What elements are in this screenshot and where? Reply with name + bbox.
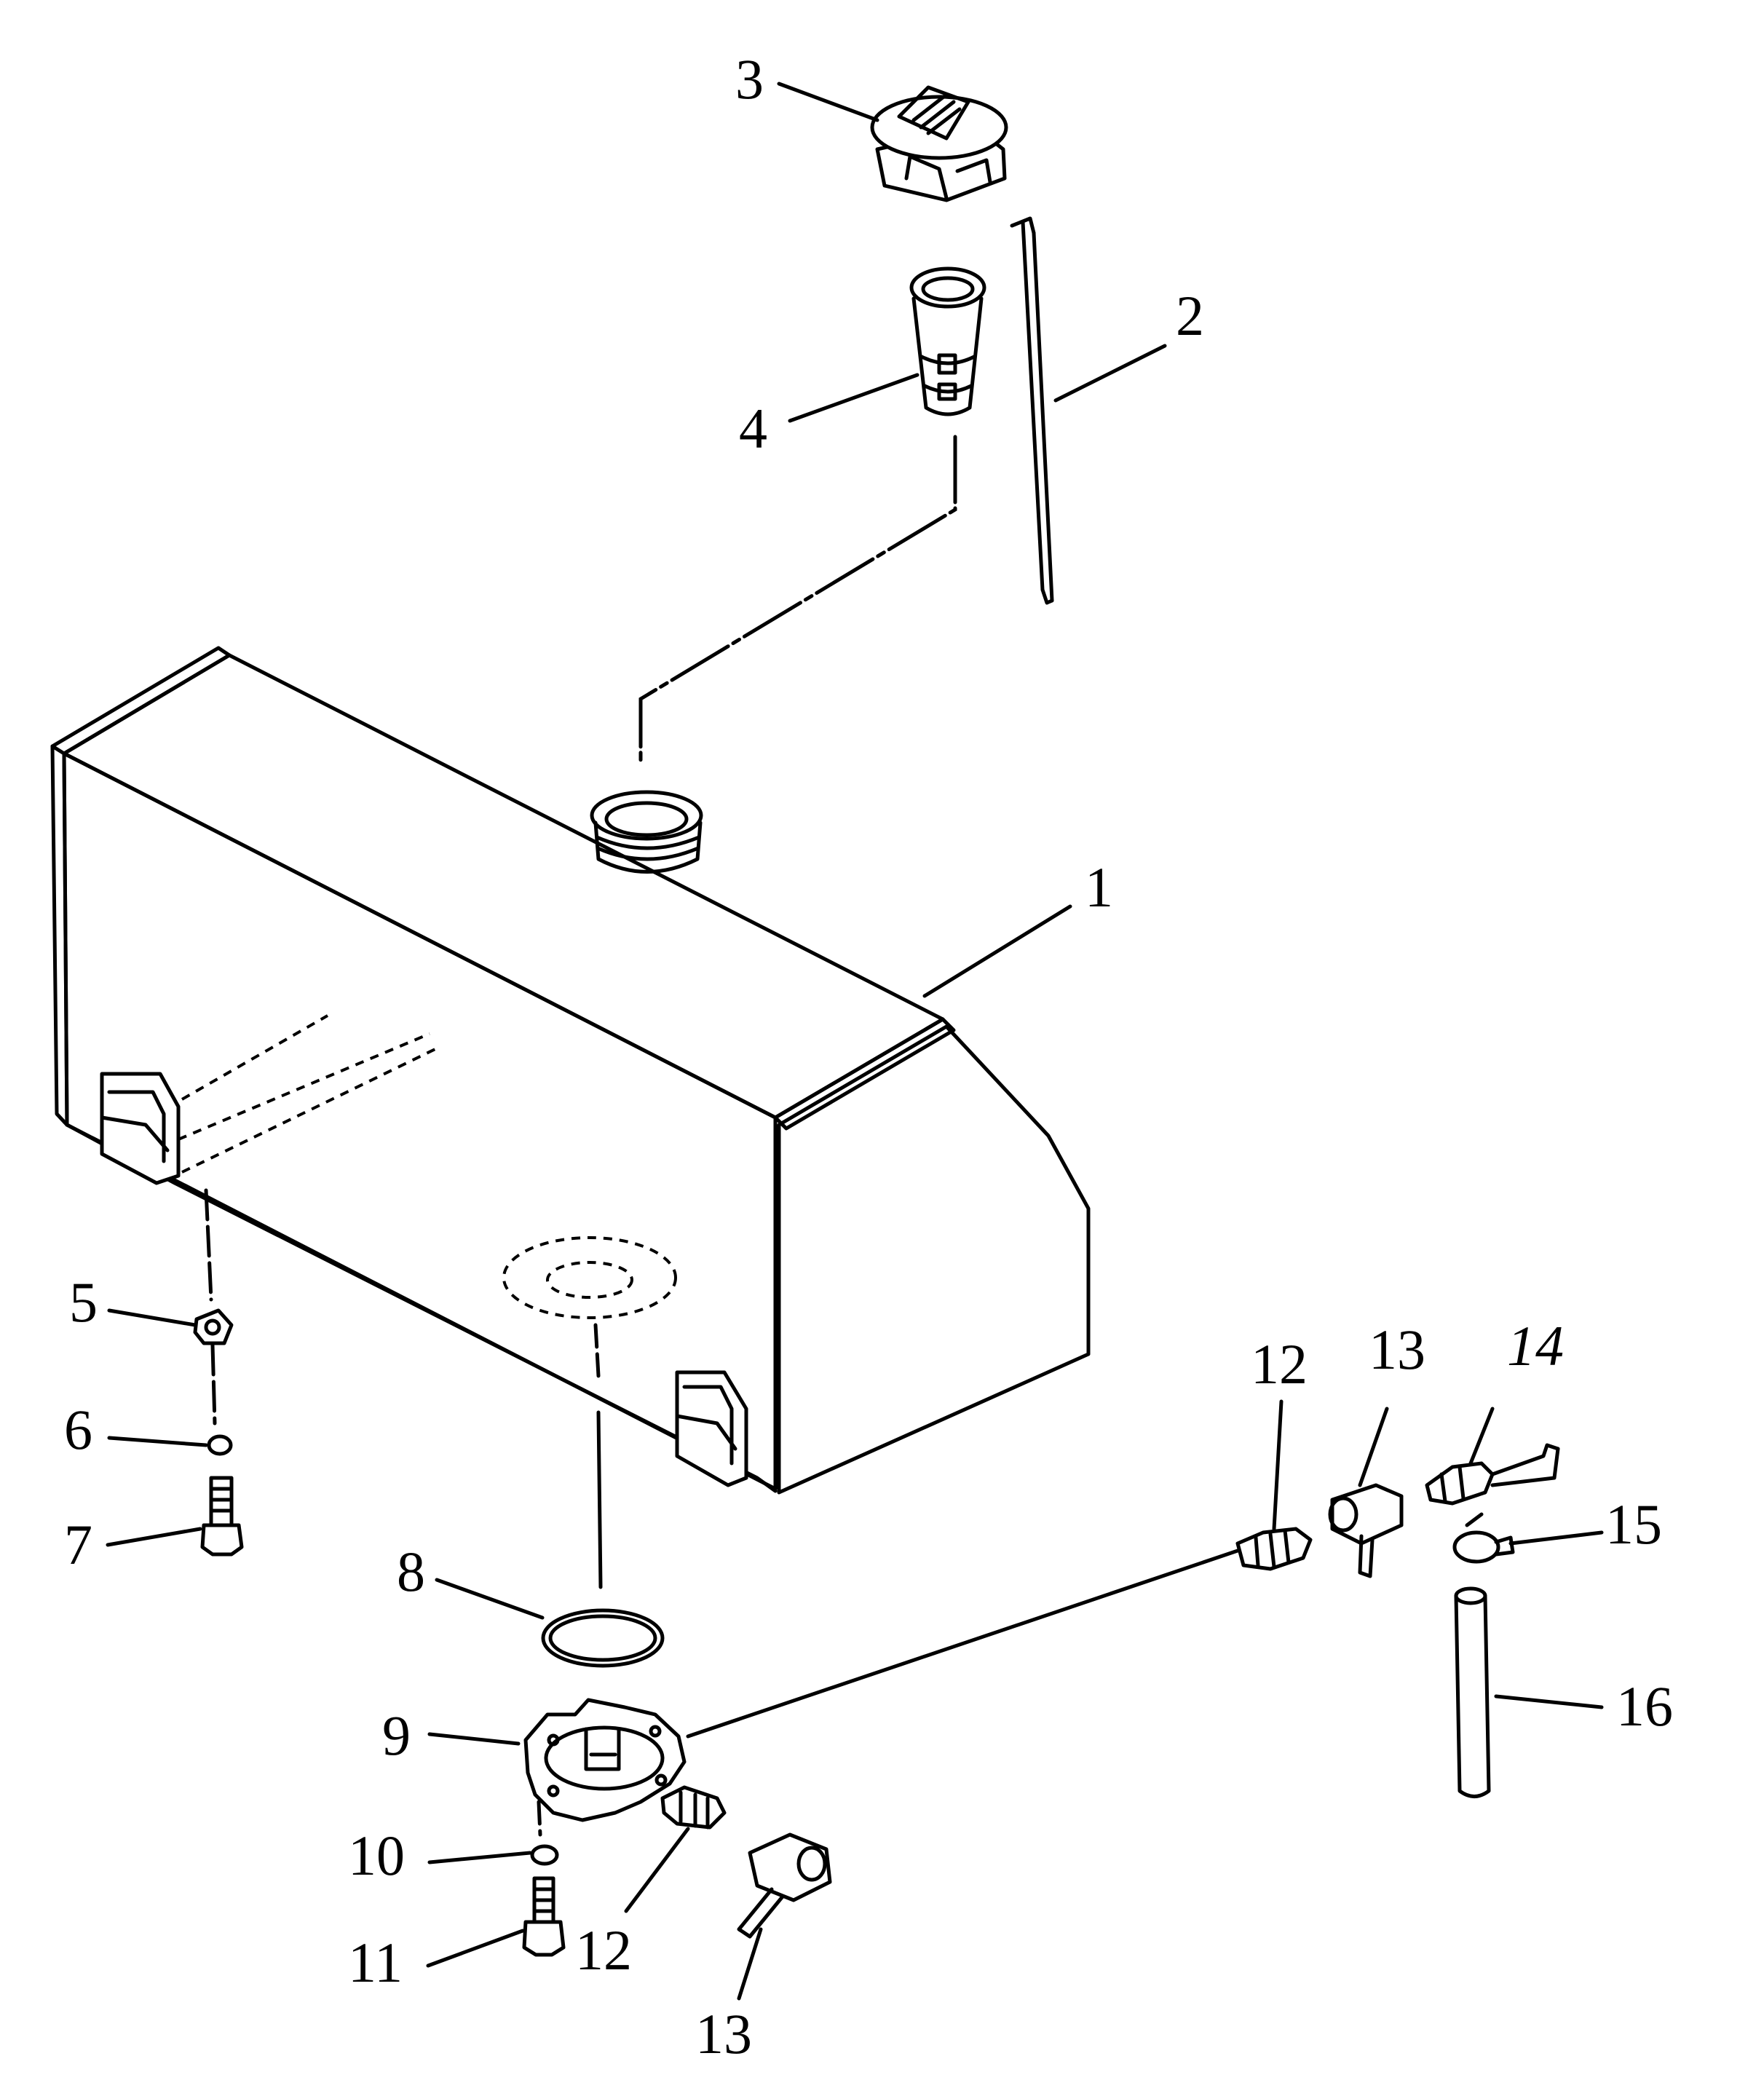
lock-washer-lower: [530, 1844, 559, 1866]
leader-12a: [624, 1827, 690, 1913]
leader-15: [1508, 1530, 1604, 1546]
leader-3: [777, 82, 879, 122]
leader-12b: [1272, 1399, 1284, 1531]
bolt: [200, 1476, 244, 1557]
lock-washer: [207, 1434, 233, 1456]
filler-strainer: [909, 266, 986, 416]
callout-5: 5: [69, 1270, 98, 1334]
callout-4: 4: [739, 397, 767, 460]
leader-4: [788, 373, 919, 423]
callout-10: 10: [348, 1824, 405, 1887]
callout-1: 1: [1085, 855, 1113, 919]
leader-6: [107, 1436, 208, 1447]
drain-cock-lower: [737, 1832, 832, 1939]
level-gauge-rod: [1010, 216, 1054, 605]
leader-13a: [737, 1927, 763, 2001]
leader-7: [106, 1527, 202, 1547]
fuel-tank: [50, 646, 1091, 1495]
leader-8: [435, 1578, 545, 1620]
callout-9: 9: [382, 1704, 411, 1767]
callout-13a: 13: [695, 2002, 752, 2065]
hose-clamp: [1452, 1512, 1515, 1564]
callout-2: 2: [1176, 284, 1204, 347]
leader-1: [922, 904, 1072, 998]
nipple-lower: [660, 1785, 727, 1830]
leader-5: [107, 1308, 197, 1327]
drain-flange: [523, 1698, 687, 1822]
drain-cock-right: [1328, 1483, 1404, 1578]
nipple-right: [1235, 1527, 1313, 1571]
callout-12b: 12: [1251, 1332, 1308, 1396]
drain-hose: [1454, 1586, 1491, 1798]
callout-16: 16: [1616, 1674, 1673, 1738]
callout-8: 8: [397, 1540, 425, 1603]
o-ring: [541, 1608, 665, 1668]
fastener-stack-left: [193, 1188, 244, 1557]
leader-16: [1494, 1694, 1604, 1709]
leader-10: [427, 1851, 532, 1864]
callout-3: 3: [735, 47, 764, 111]
nut: [193, 1308, 234, 1345]
callout-6: 6: [64, 1398, 92, 1461]
callout-12a: 12: [575, 1918, 632, 1982]
elbow-fitting: [1425, 1443, 1560, 1506]
filler-neck: [590, 790, 703, 874]
mounting-bracket-left: [100, 1072, 181, 1185]
callout-15: 15: [1605, 1492, 1662, 1556]
callout-7: 7: [64, 1513, 92, 1576]
leader-11: [426, 1929, 525, 1968]
tank-cap: [870, 85, 1008, 202]
mounting-bracket-right: [675, 1370, 748, 1487]
callout-11: 11: [348, 1931, 403, 1994]
leader-13b: [1358, 1407, 1389, 1487]
leader-14: [1468, 1407, 1495, 1466]
leader-2: [1053, 344, 1167, 403]
callout-14: 14: [1507, 1314, 1564, 1377]
callout-13b: 13: [1369, 1318, 1425, 1381]
bolt-lower: [522, 1876, 566, 1957]
leader-9: [427, 1732, 521, 1746]
